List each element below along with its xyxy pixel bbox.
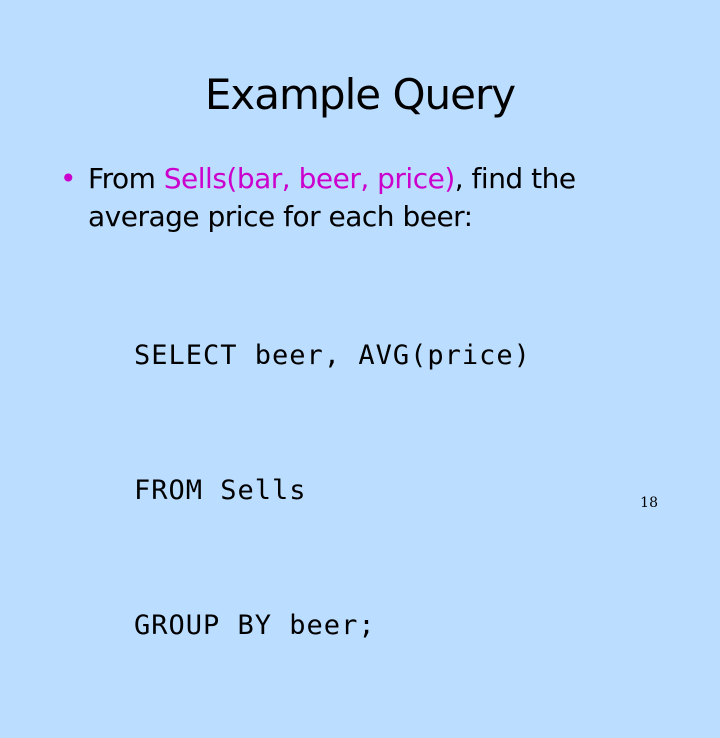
bullet-marker: •	[60, 162, 77, 195]
sql-select-line: SELECT beer, AVG(price)	[134, 340, 531, 371]
sql-from-line: FROM Sells	[134, 475, 307, 506]
bullet-text: From Sells(bar, beer, price), find the a…	[88, 160, 668, 236]
relation-schema: Sells(bar, beer, price)	[163, 162, 455, 195]
sql-code-block: SELECT beer, AVG(price) FROM Sells GROUP…	[134, 243, 531, 738]
bullet-suffix: , find the average price for each beer:	[88, 162, 576, 233]
sql-group-by-line: GROUP BY beer;	[134, 610, 376, 641]
bullet-prefix: From	[88, 162, 164, 195]
slide-title: Example Query	[204, 70, 516, 119]
page-number: 18	[640, 495, 658, 511]
